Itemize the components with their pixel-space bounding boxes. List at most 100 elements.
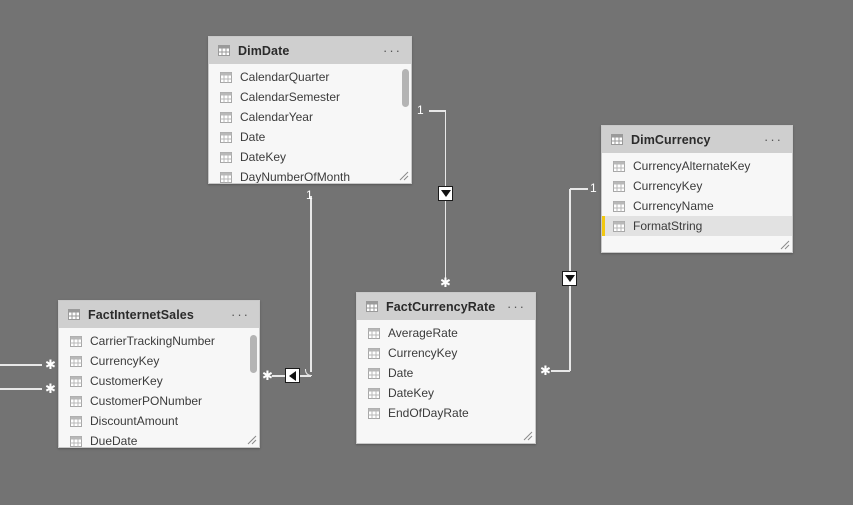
table-header-factinternetsales[interactable]: FactInternetSales ··· <box>59 301 259 328</box>
field-label: Date <box>388 366 414 380</box>
field-row[interactable]: EndOfDayRate <box>357 403 535 423</box>
field-label: CurrencyKey <box>388 346 458 360</box>
field-row-selected[interactable]: FormatString <box>602 216 792 236</box>
field-row[interactable]: CalendarQuarter <box>209 67 411 87</box>
relationship-dimcurrency-factcurrencyrate-segment-top[interactable] <box>570 188 588 190</box>
field-list-dimdate: CalendarQuarter CalendarSemester Calenda… <box>209 64 411 184</box>
relationship-dimdate-factcurrencyrate-segment-top[interactable] <box>429 110 446 112</box>
field-row[interactable]: CurrencyAlternateKey <box>602 156 792 176</box>
field-row[interactable]: CurrencyKey <box>59 351 259 371</box>
table-grid-icon <box>368 407 380 419</box>
table-name-dimcurrency: DimCurrency <box>631 132 711 147</box>
field-row[interactable]: DateKey <box>209 147 411 167</box>
field-row[interactable]: CarrierTrackingNumber <box>59 331 259 351</box>
table-grid-icon <box>70 435 82 447</box>
field-row[interactable]: DayNumberOfMonth <box>209 167 411 184</box>
field-label: CustomerPONumber <box>90 394 203 408</box>
field-label: EndOfDayRate <box>388 406 469 420</box>
field-list-factinternetsales: CarrierTrackingNumber CurrencyKey Custom… <box>59 328 259 447</box>
table-grid-icon <box>368 327 380 339</box>
table-grid-icon <box>70 395 82 407</box>
field-label: CurrencyKey <box>633 179 703 193</box>
table-grid-icon <box>613 160 625 172</box>
field-label: CurrencyName <box>633 199 714 213</box>
field-row[interactable]: Date <box>357 363 535 383</box>
field-label: CalendarYear <box>240 110 313 124</box>
scrollbar-factinternetsales[interactable] <box>250 329 257 443</box>
table-name-dimdate: DimDate <box>238 43 290 58</box>
field-row[interactable]: CalendarYear <box>209 107 411 127</box>
cardinality-many-dimcurrency-factcurrencyrate: ✱ <box>540 363 551 378</box>
cardinality-one-dimcurrency-factcurrencyrate: 1 <box>590 181 597 195</box>
field-label: CurrencyKey <box>90 354 160 368</box>
field-list-dimcurrency: CurrencyAlternateKey CurrencyKey Currenc… <box>602 153 792 236</box>
relationship-line-offscreen-b[interactable] <box>0 388 42 390</box>
scrollbar-thumb[interactable] <box>250 335 257 373</box>
scrollbar-thumb[interactable] <box>402 69 409 107</box>
table-grid-icon <box>220 131 232 143</box>
field-row[interactable]: DueDate <box>59 431 259 447</box>
table-card-factcurrencyrate[interactable]: FactCurrencyRate ··· AverageRate Currenc… <box>356 292 536 444</box>
table-grid-icon <box>68 309 80 320</box>
field-label: DiscountAmount <box>90 414 179 428</box>
field-row[interactable]: CustomerKey <box>59 371 259 391</box>
relationship-dimcurrency-factcurrencyrate-segment-bottom[interactable] <box>551 370 570 372</box>
resize-grip-icon[interactable] <box>779 239 790 250</box>
table-grid-icon <box>368 387 380 399</box>
triangle-left-icon <box>289 370 296 381</box>
more-options-icon-factcurrencyrate[interactable]: ··· <box>507 298 526 314</box>
table-header-dimdate[interactable]: DimDate ··· <box>209 37 411 64</box>
cross-filter-arrow-dimcurrency-factcurrencyrate[interactable] <box>562 271 577 286</box>
field-row[interactable]: CalendarSemester <box>209 87 411 107</box>
table-grid-icon <box>220 171 232 183</box>
relationship-dimdate-factinternetsales-corner <box>305 369 312 376</box>
field-label: FormatString <box>633 219 703 233</box>
cardinality-many-dimdate-factinternetsales: ✱ <box>262 368 273 383</box>
resize-grip-icon[interactable] <box>522 430 533 441</box>
triangle-down-icon <box>564 275 575 282</box>
relationship-line-offscreen-a[interactable] <box>0 364 42 366</box>
cardinality-one-dimdate-factcurrencyrate: 1 <box>417 103 424 117</box>
field-row[interactable]: CurrencyKey <box>602 176 792 196</box>
table-grid-icon <box>366 301 378 312</box>
relationship-dimdate-factinternetsales-segment-vertical[interactable] <box>310 196 312 372</box>
table-grid-icon <box>70 415 82 427</box>
table-card-dimdate[interactable]: DimDate ··· CalendarQuarter CalendarSeme… <box>208 36 412 184</box>
table-grid-icon <box>218 45 230 56</box>
table-card-dimcurrency[interactable]: DimCurrency ··· CurrencyAlternateKey Cur… <box>601 125 793 253</box>
resize-grip-icon[interactable] <box>398 170 409 181</box>
table-grid-icon <box>220 151 232 163</box>
table-grid-icon <box>70 355 82 367</box>
cardinality-many-offscreen-a: ✱ <box>45 357 56 372</box>
field-row[interactable]: DiscountAmount <box>59 411 259 431</box>
field-row[interactable]: DateKey <box>357 383 535 403</box>
scrollbar-dimdate[interactable] <box>402 65 409 179</box>
field-row[interactable]: CurrencyName <box>602 196 792 216</box>
cross-filter-arrow-dimdate-factinternetsales[interactable] <box>285 368 300 383</box>
more-options-icon-dimcurrency[interactable]: ··· <box>764 131 783 147</box>
table-grid-icon <box>220 111 232 123</box>
field-label: DateKey <box>240 150 287 164</box>
field-row[interactable]: AverageRate <box>357 323 535 343</box>
more-options-icon-dimdate[interactable]: ··· <box>383 42 402 58</box>
field-label: CustomerKey <box>90 374 163 388</box>
field-label: DateKey <box>388 386 435 400</box>
field-row[interactable]: CustomerPONumber <box>59 391 259 411</box>
more-options-icon-factinternetsales[interactable]: ··· <box>231 306 250 322</box>
table-header-factcurrencyrate[interactable]: FactCurrencyRate ··· <box>357 293 535 320</box>
table-grid-icon <box>368 367 380 379</box>
triangle-down-icon <box>440 190 451 197</box>
table-grid-icon <box>220 91 232 103</box>
resize-grip-icon[interactable] <box>246 434 257 445</box>
table-header-dimcurrency[interactable]: DimCurrency ··· <box>602 126 792 153</box>
field-row[interactable]: Date <box>209 127 411 147</box>
cross-filter-arrow-dimdate-factcurrencyrate[interactable] <box>438 186 453 201</box>
table-card-factinternetsales[interactable]: FactInternetSales ··· CarrierTrackingNum… <box>58 300 260 448</box>
field-row[interactable]: CurrencyKey <box>357 343 535 363</box>
table-grid-icon <box>613 200 625 212</box>
table-grid-icon <box>368 347 380 359</box>
table-name-factcurrencyrate: FactCurrencyRate <box>386 299 496 314</box>
field-label: CalendarSemester <box>240 90 341 104</box>
field-label: DayNumberOfMonth <box>240 170 351 184</box>
